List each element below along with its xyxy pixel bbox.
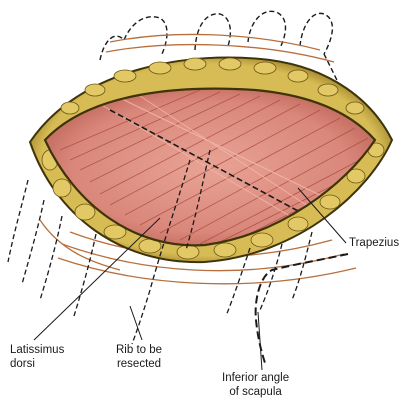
label-latissimus-line1: Latissimus bbox=[10, 344, 65, 356]
label-latissimus-dorsi: Latissimus dorsi bbox=[10, 343, 64, 371]
label-trapezius-text: Trapezius bbox=[349, 237, 400, 249]
deep-structure-dashes bbox=[7, 149, 313, 345]
leader-lines bbox=[33, 187, 347, 371]
label-latissimus-line2: dorsi bbox=[10, 358, 35, 370]
label-inferior-line2: of scapula bbox=[229, 386, 282, 398]
fat-lobules bbox=[41, 57, 385, 260]
label-inferior-angle-of-scapula: Inferior angle of scapula bbox=[222, 371, 289, 399]
label-trapezius: Trapezius bbox=[349, 236, 399, 250]
label-rib-line1: Rib to be bbox=[116, 344, 163, 356]
inner-edge bbox=[43, 87, 377, 247]
label-inferior-line1: Inferior angle bbox=[222, 372, 290, 384]
label-rib-line2: resected bbox=[116, 358, 162, 370]
label-rib-to-be-resected: Rib to be resected bbox=[116, 343, 162, 371]
muscle-fibers bbox=[59, 89, 375, 245]
